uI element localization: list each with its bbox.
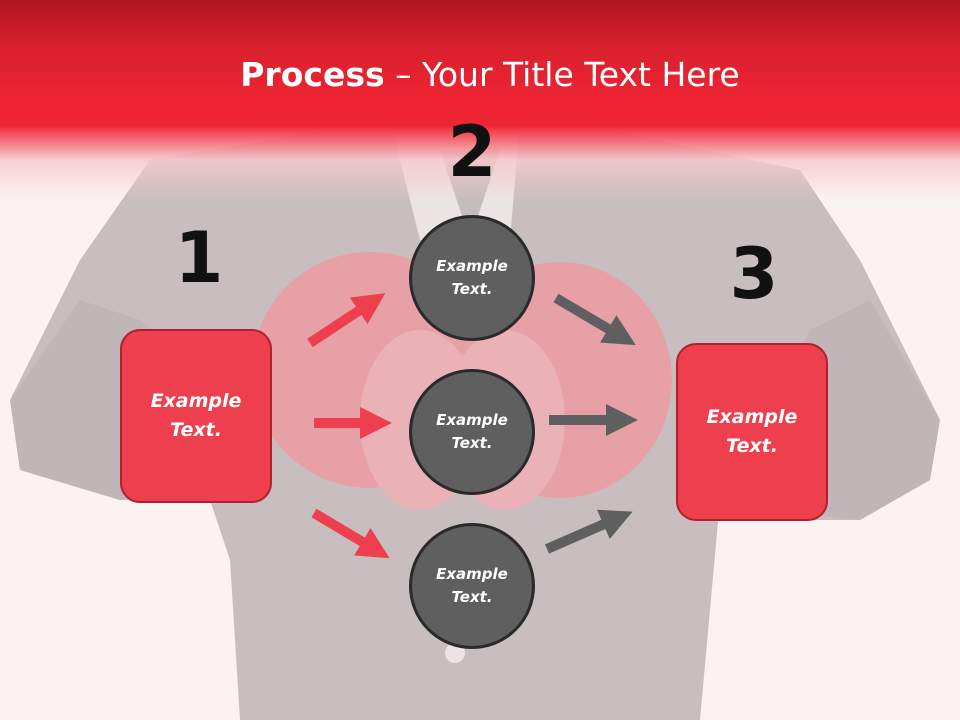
step-number-3: 3 — [729, 233, 779, 315]
step-number-2: 2 — [447, 111, 497, 193]
circle-2-text: Example Text. — [436, 411, 508, 452]
right-box-text: Example Text. — [706, 406, 798, 457]
circle-1: Example Text. — [409, 215, 535, 341]
arrow-from-circle-3 — [544, 509, 633, 554]
circle-3-text: Example Text. — [436, 565, 508, 606]
title-bold: Process — [240, 55, 385, 94]
title-band — [0, 0, 960, 200]
arrow-to-circle-1 — [307, 293, 386, 348]
slide-title: Process – Your Title Text Here — [0, 52, 960, 98]
circle-1-text: Example Text. — [436, 257, 508, 298]
arrow-to-circle-3 — [311, 508, 390, 559]
left-box: Example Text. — [120, 329, 272, 503]
right-box: Example Text. — [676, 343, 828, 521]
title-rest: – Your Title Text Here — [384, 55, 740, 94]
left-box-text: Example Text. — [150, 390, 242, 441]
circle-3: Example Text. — [409, 523, 535, 649]
arrow-from-circle-1 — [553, 293, 636, 346]
step-number-1: 1 — [174, 217, 224, 299]
circle-2: Example Text. — [409, 369, 535, 495]
